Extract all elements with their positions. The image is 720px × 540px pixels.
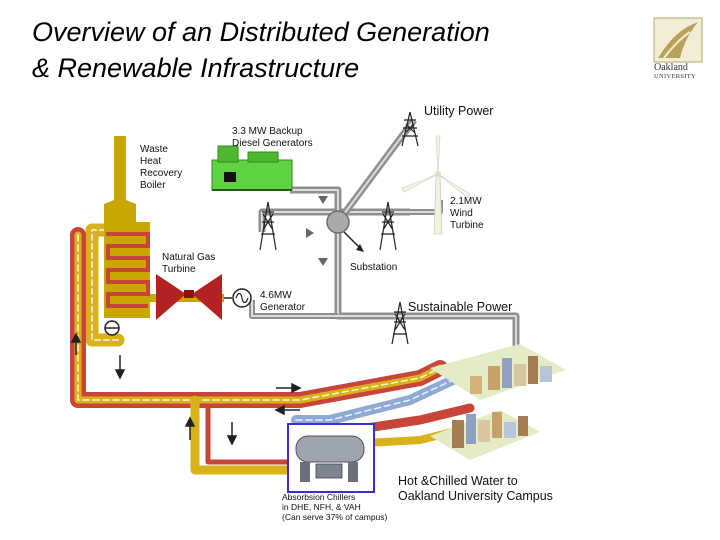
flow-arrow-up-mid — [184, 416, 196, 440]
logo-word-oakland: Oakland — [654, 62, 688, 73]
water-label-line-2: Oakland University Campus — [398, 489, 553, 503]
logo-emblem-icon — [653, 17, 703, 63]
heat-recovery-boiler-icon — [104, 136, 150, 318]
transmission-tower-icon — [391, 301, 409, 345]
ngt-label-line-2: Turbine — [162, 264, 196, 275]
ngt-label-line-1: Natural Gas — [162, 252, 216, 263]
heat-recovery-boiler-label: Waste Heat Recovery Boiler — [140, 144, 182, 192]
flow-arrow-down-mid — [226, 422, 238, 446]
flow-arrows — [70, 332, 302, 446]
natural-gas-turbine-icon — [150, 274, 224, 320]
generator-label-line-2: Generator — [260, 302, 306, 313]
flow-arrow-up-left — [70, 332, 82, 355]
valve-icon — [104, 320, 120, 336]
water-label-line-1: Hot &Chilled Water to — [398, 474, 518, 488]
flow-arrow-left — [274, 404, 300, 416]
power-lines — [249, 117, 520, 370]
boiler-label-line-1: Waste — [140, 144, 168, 155]
utility-power-label: Utility Power — [424, 104, 494, 118]
backup-label-line-1: 3.3 MW Backup — [232, 126, 303, 137]
campus-buildings-icon — [430, 344, 566, 460]
backup-generators-label: 3.3 MW Backup Diesel Generators — [232, 126, 313, 150]
diesel-generator-icon — [211, 145, 293, 191]
substation-arrows — [306, 196, 328, 266]
wind-label-line-1: 2.1MW — [450, 196, 482, 207]
absorption-chiller-label: Absorbsion Chillers in DHE, NFH, & VAH (… — [282, 492, 387, 522]
generator-icon — [224, 288, 252, 308]
transmission-tower-icon — [259, 201, 277, 251]
oakland-university-logo: Oakland UNIVERSITY — [650, 16, 706, 82]
boiler-label-line-4: Boiler — [140, 180, 166, 191]
title-line-2: & Renewable Infrastructure — [32, 53, 360, 83]
transmission-tower-icon — [379, 201, 397, 251]
wind-label-line-2: Wind — [450, 208, 473, 219]
absorption-chiller-icon — [287, 423, 375, 493]
generator-label: 4.6MW Generator — [260, 290, 305, 314]
chiller-label-line-2: in DHE, NFH, & VAH — [282, 502, 361, 512]
chiller-label-line-3: (Can serve 37% of campus) — [282, 512, 388, 522]
flow-arrow-down-left — [114, 355, 126, 380]
wind-turbine-label: 2.1MW Wind Turbine — [450, 196, 484, 232]
transmission-tower-icon — [401, 111, 419, 147]
logo-word-university: UNIVERSITY — [654, 73, 696, 80]
chiller-label-line-1: Absorbsion Chillers — [282, 492, 356, 502]
title-line-1: Overview of an Distributed Generation — [32, 17, 490, 47]
wind-turbine-icon — [401, 135, 471, 235]
campus-water-label: Hot &Chilled Water to Oakland University… — [398, 474, 553, 504]
boiler-label-line-2: Heat — [140, 156, 162, 167]
boiler-label-line-3: Recovery — [140, 168, 183, 179]
backup-label-line-2: Diesel Generators — [232, 138, 313, 149]
wind-label-line-3: Turbine — [450, 220, 484, 231]
natural-gas-turbine-label: Natural Gas Turbine — [162, 252, 215, 276]
generator-label-line-1: 4.6MW — [260, 290, 292, 301]
substation-icon — [326, 210, 364, 252]
flow-arrow-right — [276, 382, 302, 394]
substation-label: Substation — [350, 262, 398, 273]
sustainable-power-label: Sustainable Power — [408, 300, 513, 314]
slide-title: Overview of an Distributed Generation & … — [32, 14, 632, 86]
